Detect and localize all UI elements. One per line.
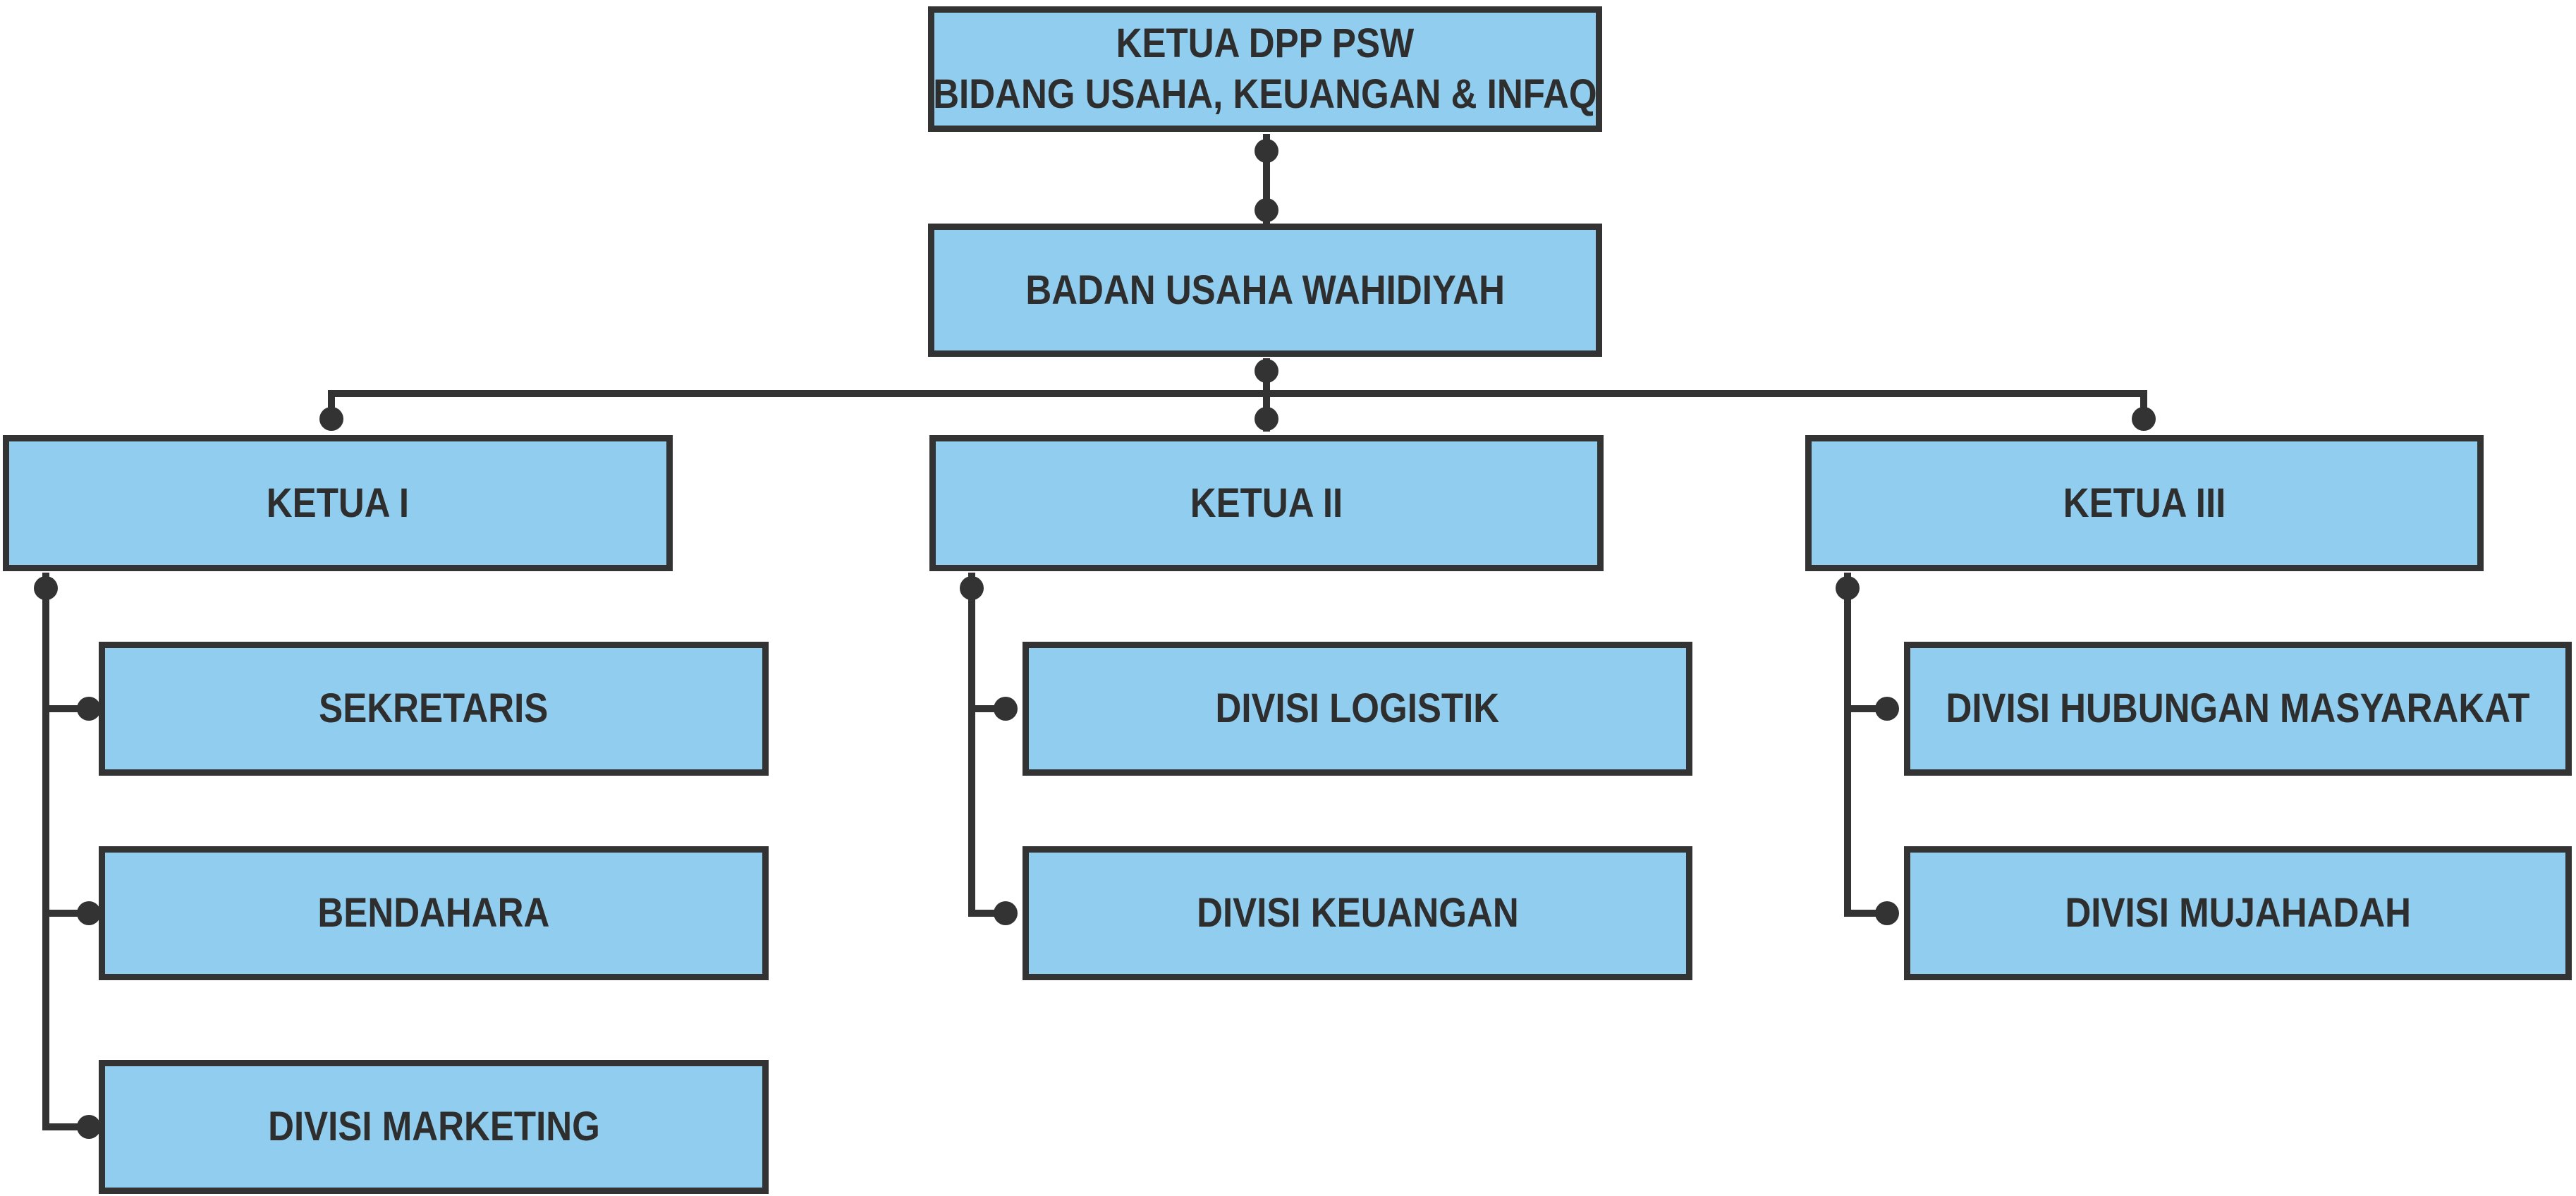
junction-dot bbox=[1875, 697, 1899, 721]
node-label: KETUA III bbox=[2063, 480, 2226, 526]
node-label: KETUA II bbox=[1190, 480, 1343, 526]
junction-dot bbox=[77, 1115, 101, 1139]
node-bendahara: BENDAHARA bbox=[99, 846, 769, 980]
junction-dot bbox=[2132, 407, 2156, 431]
junction-dot bbox=[34, 576, 58, 600]
node-badan-usaha-wahidiyah: BADAN USAHA WAHIDIYAH bbox=[928, 224, 1602, 357]
junction-dot bbox=[77, 901, 101, 925]
node-divisi-mujahadah: DIVISI MUJAHADAH bbox=[1904, 846, 2572, 980]
junction-dot bbox=[1875, 901, 1899, 925]
node-label: DIVISI MUJAHADAH bbox=[2065, 890, 2411, 936]
node-label: DIVISI KEUANGAN bbox=[1196, 890, 1519, 936]
node-label: KETUA DPP PSW BIDANG USAHA, KEUANGAN & I… bbox=[933, 20, 1597, 117]
node-label: SEKRETARIS bbox=[319, 685, 549, 731]
node-divisi-keuangan: DIVISI KEUANGAN bbox=[1023, 846, 1692, 980]
junction-dot bbox=[319, 407, 343, 431]
node-divisi-hubungan-masyarakat: DIVISI HUBUNGAN MASYARAKAT bbox=[1904, 642, 2572, 776]
junction-dot bbox=[77, 697, 101, 721]
junction-dot bbox=[1255, 359, 1278, 383]
node-label: DIVISI LOGISTIK bbox=[1215, 685, 1500, 731]
node-ketua-dpp-psw: KETUA DPP PSW BIDANG USAHA, KEUANGAN & I… bbox=[928, 6, 1602, 132]
junction-dot bbox=[994, 697, 1018, 721]
node-divisi-logistik: DIVISI LOGISTIK bbox=[1023, 642, 1692, 776]
junction-dot bbox=[1255, 139, 1278, 163]
node-ketua-3: KETUA III bbox=[1805, 435, 2484, 571]
junction-dot bbox=[960, 576, 984, 600]
junction-dot bbox=[1255, 407, 1278, 431]
node-label: BADAN USAHA WAHIDIYAH bbox=[1025, 267, 1505, 313]
node-label: DIVISI MARKETING bbox=[267, 1104, 600, 1149]
node-ketua-1: KETUA I bbox=[3, 435, 673, 571]
junction-dot bbox=[994, 901, 1018, 925]
node-label: KETUA I bbox=[266, 480, 410, 526]
junction-dot bbox=[1836, 576, 1860, 600]
junction-dot bbox=[1255, 198, 1278, 222]
node-ketua-2: KETUA II bbox=[929, 435, 1604, 571]
node-sekretaris: SEKRETARIS bbox=[99, 642, 769, 776]
node-label: BENDAHARA bbox=[317, 890, 550, 936]
node-divisi-marketing: DIVISI MARKETING bbox=[99, 1060, 769, 1194]
node-label: DIVISI HUBUNGAN MASYARAKAT bbox=[1946, 685, 2530, 731]
